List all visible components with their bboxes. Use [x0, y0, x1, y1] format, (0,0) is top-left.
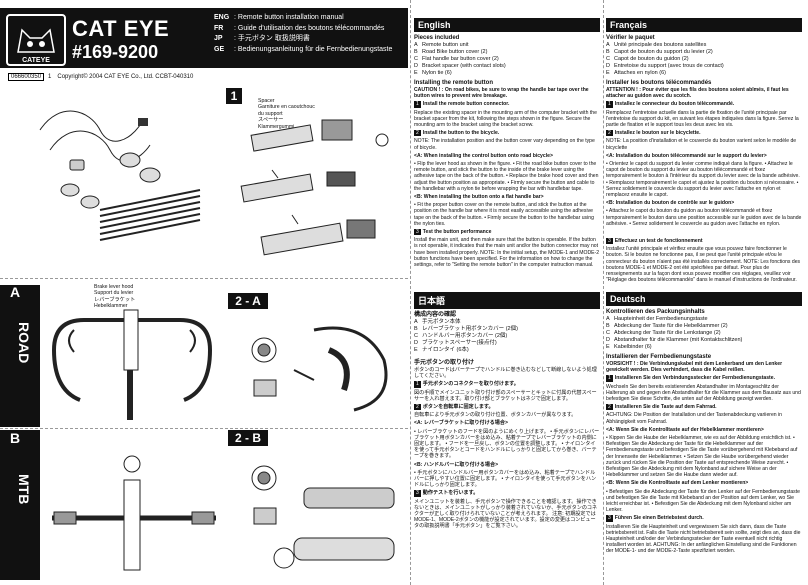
- step-2a-badge: 2 - A: [228, 293, 268, 309]
- brand-name: CAT EYE: [72, 16, 170, 41]
- manual-titles: ENG: Remote button installation manual F…: [214, 13, 404, 55]
- header-bar: [0, 8, 408, 68]
- french-caution: ATTENTION ! : Pour éviter que les fils d…: [606, 87, 789, 100]
- japanese-pieces-title: 構成内容の確認: [414, 312, 457, 318]
- copyright-text: Copyright© 2004 CAT EYE Co., Ltd. CCBT-0…: [57, 74, 194, 80]
- road-label: ROAD: [16, 322, 32, 364]
- step-1-badge: 1: [226, 88, 242, 104]
- bracket-diagram: [240, 119, 389, 256]
- mtb-panel: [0, 430, 40, 580]
- title-line: ENG: Remote button installation manual: [214, 14, 344, 21]
- logo-text: CATEYE: [22, 57, 50, 64]
- lever-label: Brake lever hood Support du levier レバーブラ…: [94, 284, 136, 310]
- mtb-handlebar-diagram: [52, 455, 216, 571]
- english-install-title: Installing the remote button: [414, 80, 493, 86]
- road-handlebar-diagram: [52, 309, 213, 420]
- german-install-title: Installieren der Fernbedienungstaste: [606, 354, 712, 360]
- label-b: B: [10, 430, 21, 446]
- english-caution: CAUTION ! : On road bikes, be sure to wr…: [414, 87, 589, 100]
- french-heading: Français: [606, 18, 802, 32]
- label-a: A: [10, 284, 21, 300]
- cat-face-icon: CATEYE: [17, 28, 55, 64]
- step-2b-badge: 2 - B: [228, 430, 268, 446]
- japanese-heading: 日本語: [414, 292, 600, 309]
- japanese-caution: ボタンのコードはバーテープでハンドルに巻き込むなどして断線しないよう処理してくだ…: [414, 367, 597, 380]
- road-panel: [0, 285, 40, 427]
- japanese-install-title: 手元ボタンの取り付け: [414, 360, 475, 366]
- english-pieces-title: Pieces included: [414, 35, 460, 41]
- title-line: JP: 手元ボタン 取扱説明書: [214, 35, 310, 42]
- german-heading: Deutsch: [606, 292, 802, 306]
- title-line: GE: Bedienungsanleitung für die Fernbedi…: [214, 45, 393, 53]
- part-suffix: 1: [48, 74, 52, 80]
- mtb-label: MTB: [16, 474, 32, 505]
- english-heading: English: [414, 18, 600, 32]
- model-number: #169-9200: [72, 42, 159, 62]
- step-2b-diagram: [251, 465, 395, 569]
- german-pieces-title: Kontrollieren des Packungsinhalts: [606, 309, 705, 315]
- parts-diagram: [39, 110, 201, 241]
- spacer-label: Spacer Garniture en caoutchouc du suppor…: [258, 98, 315, 130]
- part-number: 066600350: [8, 73, 45, 81]
- french-install-title: Installer les boutons télécommandés: [606, 80, 712, 86]
- title-line: FR: Guide d'utilisation des boutons télé…: [214, 24, 385, 32]
- french-pieces-title: Vérifier le paquet: [606, 35, 655, 41]
- cat-logo: CATEYE: [6, 14, 66, 66]
- german-caution: VORSICHT ! : Die Verbindungskabel mit de…: [606, 361, 783, 374]
- step-2a-diagram: [251, 326, 388, 412]
